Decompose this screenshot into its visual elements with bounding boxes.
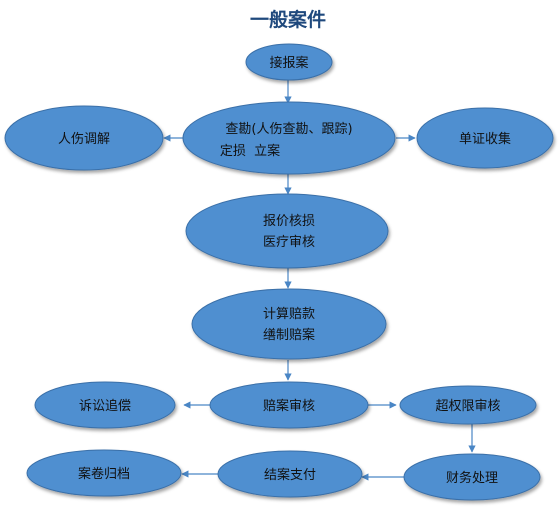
node-label: 人伤调解 [58,132,110,147]
node-closure-payment: 结案支付 [217,450,363,498]
node-over-limit-review: 超权限审核 [399,385,537,425]
node-claim-review: 赔案审核 [209,381,369,429]
node-quote-review: 报价核损 医疗审核 [185,193,389,269]
nodes: 接报案 查勘(人伤查勘、跟踪) 定损 立案 人伤调解 单证收集 报价核损 医疗审… [4,43,554,501]
node-financial-processing: 财务处理 [403,453,541,501]
node-label-line-2: 定损 立案 [220,144,280,159]
node-label: 接报案 [269,55,308,71]
node-label: 赔案审核 [263,399,315,414]
node-label-line-2: 缮制赔案 [263,327,315,343]
node-litigation-recovery: 诉讼追偿 [34,381,176,429]
node-report: 接报案 [245,43,333,81]
node-label: 单证收集 [459,131,511,147]
node-archive: 案卷归档 [26,449,182,497]
node-label: 结案支付 [264,468,316,483]
node-document-collection: 单证收集 [416,107,554,169]
node-survey: 查勘(人伤查勘、跟踪) 定损 立案 [182,101,396,175]
node-label: 财务处理 [446,470,498,486]
diagram-title: 一般案件 [250,8,326,31]
node-label: 诉讼追偿 [79,398,131,414]
node-label-line-1: 查勘(人伤查勘、跟踪) [225,122,352,137]
node-label-line-2: 医疗审核 [263,235,315,250]
node-injury-mediation: 人伤调解 [4,105,164,171]
node-label: 案卷归档 [78,466,130,482]
node-label-line-1: 计算赔款 [263,307,315,322]
node-label-line-1: 报价核损 [263,214,315,229]
node-label: 超权限审核 [435,398,500,414]
connectors [163,80,476,481]
node-compensation-calc: 计算赔款 缮制赔案 [191,288,387,360]
